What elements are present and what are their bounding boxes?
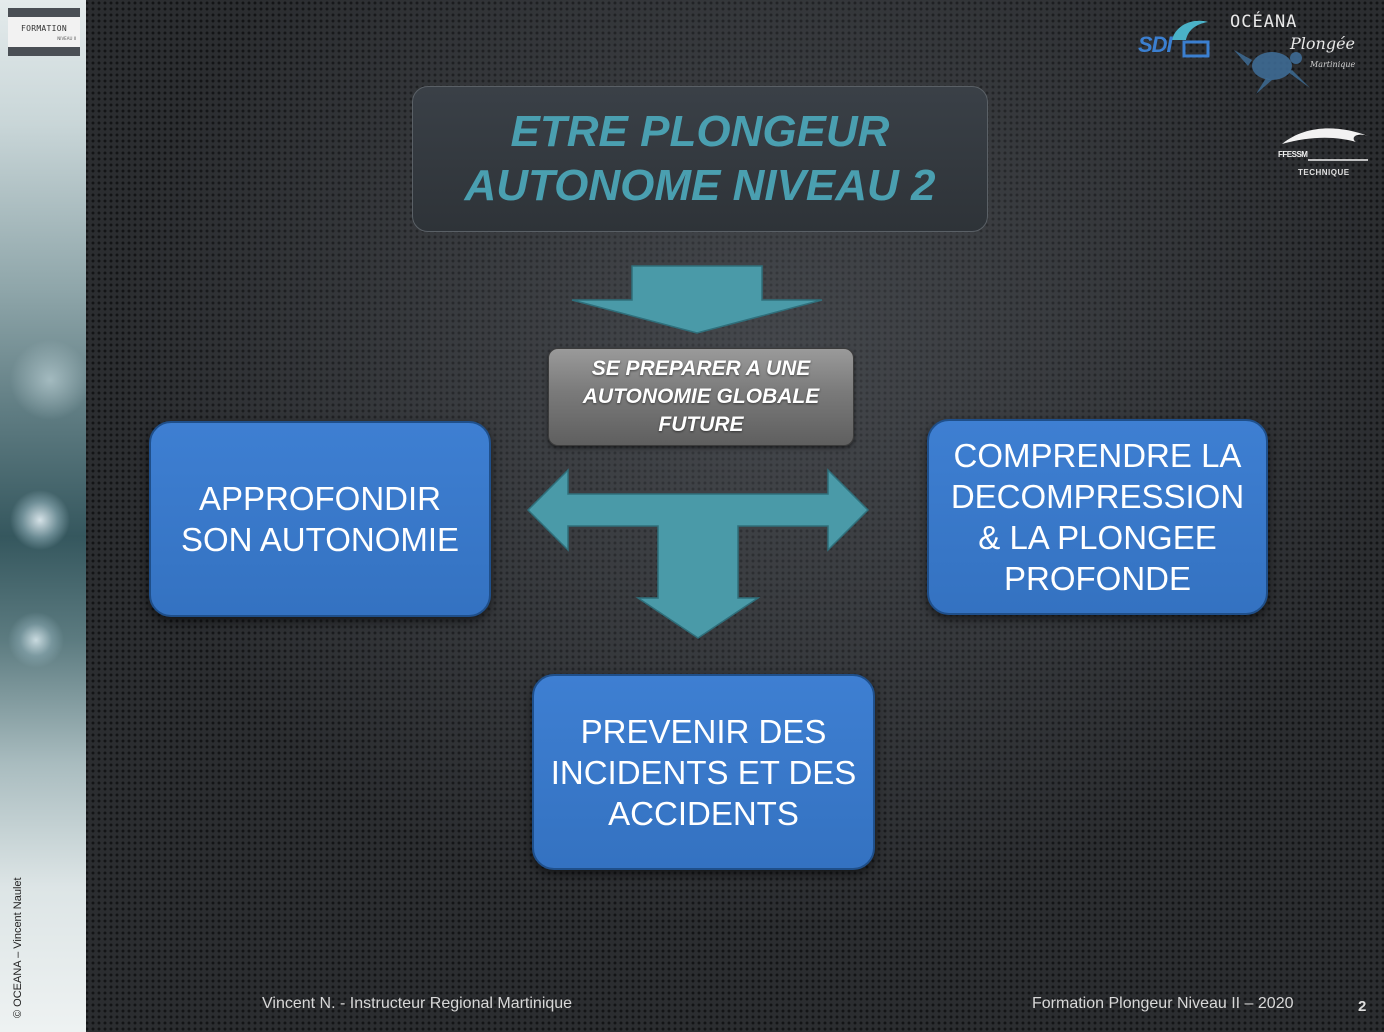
bottom-box-line-2: INCIDENTS ET DES — [550, 753, 857, 791]
prevenir-box: PREVENIR DES INCIDENTS ET DES ACCIDENTS — [532, 674, 875, 870]
side-decoration — [0, 0, 86, 1032]
oceana-place: Martinique — [1310, 60, 1356, 69]
down-arrow — [571, 265, 823, 334]
right-box-line-1: COMPRENDRE LA — [953, 437, 1242, 474]
sdi-logo-text: SDI — [1138, 32, 1173, 57]
oceana-subtitle: Plongée — [1290, 34, 1355, 53]
badge-bottom-bar — [8, 47, 80, 56]
oceana-title: OCÉANA — [1230, 12, 1298, 32]
ffessm-wave-icon — [1282, 128, 1368, 161]
ffessm-name: FFESSM — [1278, 150, 1308, 159]
right-box-line-2: DECOMPRESSION — [950, 478, 1245, 515]
sdi-logo: SDI — [1138, 18, 1210, 58]
center-line-1: SE PREPARER A UNE — [591, 357, 811, 380]
ffessm-logo: FFESSM TECHNIQUE — [1276, 122, 1372, 182]
right-box-line-3: & LA PLONGEE — [978, 519, 1217, 556]
oceana-logo: OCÉANA Plongée Martinique — [1226, 10, 1376, 100]
ffessm-subtitle: TECHNIQUE — [1298, 168, 1350, 177]
sdi-wave-icon — [1172, 20, 1210, 58]
right-box-line-4: PROFONDE — [1003, 560, 1191, 597]
approfondir-box: APPROFONDIR SON AUTONOMIE — [149, 421, 491, 617]
left-box-line-2: SON AUTONOMIE — [180, 521, 460, 558]
footer-author: Vincent N. - Instructeur Regional Martin… — [262, 995, 573, 1012]
footer-course: Formation Plongeur Niveau II – 2020 — [1032, 995, 1294, 1012]
badge-top-bar — [8, 8, 80, 17]
title-box: ETRE PLONGEUR AUTONOME NIVEAU 2 — [412, 86, 988, 232]
split-arrow — [526, 468, 870, 639]
badge-title: FORMATION — [20, 24, 68, 33]
badge-body: FORMATION NIVEAU II — [8, 17, 80, 47]
page-number: 2 — [1358, 998, 1367, 1015]
comprendre-box: COMPRENDRE LA DECOMPRESSION & LA PLONGEE… — [927, 419, 1268, 615]
badge-subtitle: NIVEAU II — [57, 36, 76, 41]
left-box-line-1: APPROFONDIR — [198, 480, 442, 517]
bottom-box-line-1: PREVENIR DES — [580, 712, 827, 750]
title-line-1: ETRE PLONGEUR — [510, 107, 890, 156]
center-line-3: FUTURE — [658, 413, 744, 436]
center-goal-box: SE PREPARER A UNE AUTONOMIE GLOBALE FUTU… — [548, 348, 854, 446]
bottom-box-line-3: ACCIDENTS — [608, 794, 799, 832]
title-line-2: AUTONOME NIVEAU 2 — [464, 161, 936, 210]
center-line-2: AUTONOMIE GLOBALE — [582, 385, 820, 408]
formation-badge: FORMATION NIVEAU II — [8, 8, 80, 56]
turtle-icon — [1234, 50, 1310, 94]
